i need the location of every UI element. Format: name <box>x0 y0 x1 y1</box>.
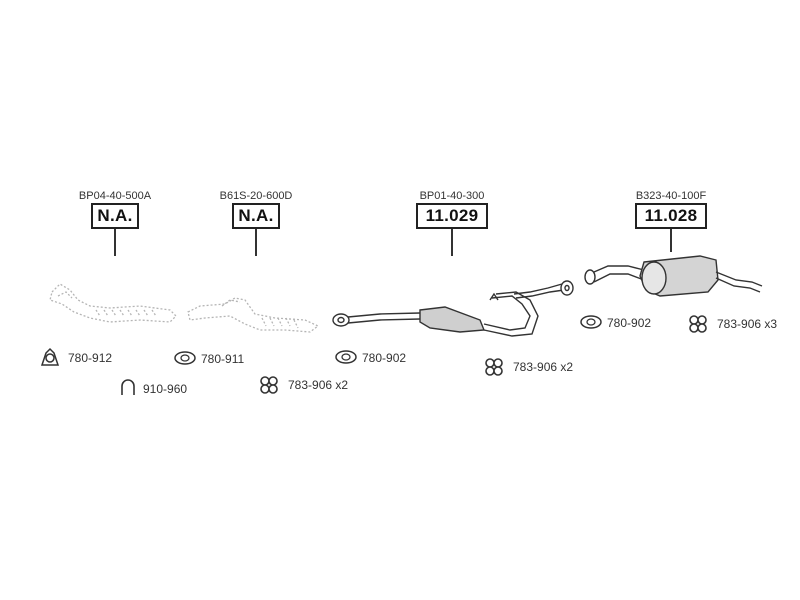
part-code-4: B323-40-100F <box>635 190 707 202</box>
leader-line-1 <box>114 229 116 256</box>
rubber-hanger-icon <box>485 358 503 376</box>
accessory-label-6: 783-906 x2 <box>513 360 574 374</box>
rubber-hanger-icon <box>689 315 707 333</box>
accessory-label-2: 910-960 <box>143 382 188 396</box>
reference-box-4[interactable]: 11.028 <box>635 203 707 229</box>
front-downpipe-part <box>49 283 177 323</box>
u-clamp-icon <box>121 379 135 395</box>
part-code-3: BP01-40-300 <box>419 190 485 202</box>
accessory-label-3: 780-911 <box>201 352 245 366</box>
leader-line-4 <box>670 229 672 252</box>
centre-silencer-part <box>332 280 574 337</box>
accessory-label-4: 783-906 x2 <box>288 378 349 392</box>
part-code-2: B61S-20-600D <box>219 190 293 202</box>
leader-line-2 <box>255 229 257 256</box>
oval-gasket-icon <box>580 315 602 329</box>
rear-silencer-part <box>584 255 763 297</box>
accessory-label-5: 780-902 <box>362 351 407 365</box>
accessory-label-7: 780-902 <box>607 316 652 330</box>
oval-gasket-icon <box>335 350 357 364</box>
accessory-label-8: 783-906 x3 <box>717 317 778 331</box>
reference-box-1[interactable]: N.A. <box>91 203 139 229</box>
oval-gasket-icon <box>174 351 196 365</box>
leader-line-3 <box>451 229 453 256</box>
front-pipe-part <box>187 297 320 333</box>
reference-box-3[interactable]: 11.029 <box>416 203 488 229</box>
rubber-hanger-icon <box>260 376 278 394</box>
flange-gasket-icon <box>40 347 60 366</box>
accessory-label-1: 780-912 <box>68 351 113 365</box>
part-code-1: BP04-40-500A <box>78 190 152 202</box>
reference-box-2[interactable]: N.A. <box>232 203 280 229</box>
